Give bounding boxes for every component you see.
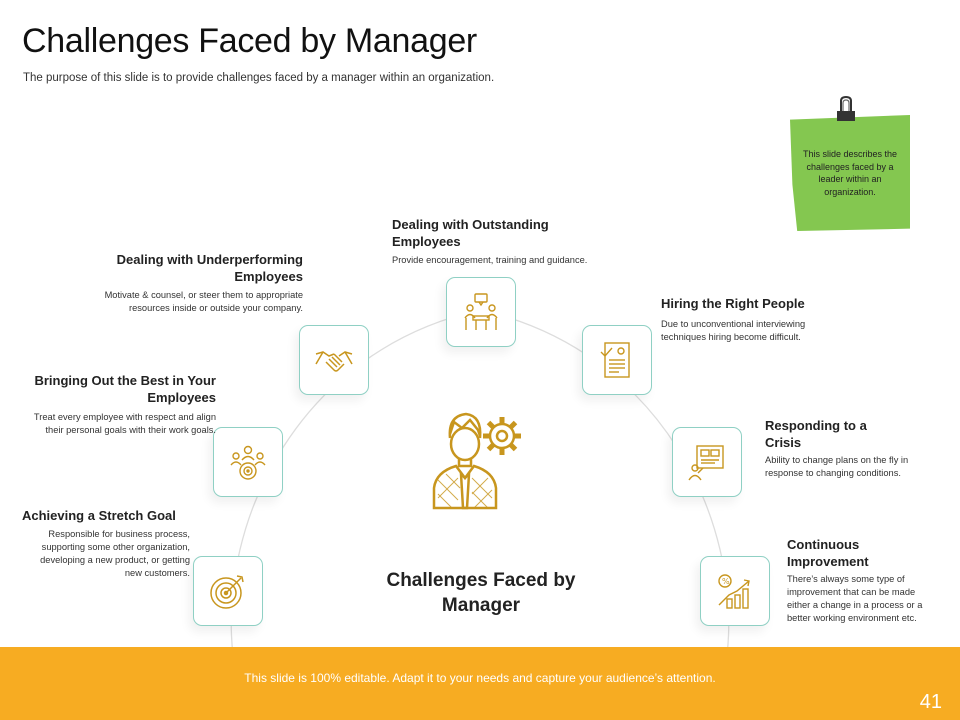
page-number: 41 <box>919 691 942 713</box>
heading-crisis: Responding to a Crisis <box>765 418 867 450</box>
node-stretch-goal <box>193 556 263 626</box>
heading-stretch-goal: Achieving a Stretch Goal <box>22 508 176 523</box>
node-crisis <box>672 427 742 497</box>
target-icon <box>210 575 244 609</box>
desc-improvement: There’s always some type of improvement … <box>787 574 923 623</box>
node-outstanding <box>446 277 516 347</box>
desc-hiring: Due to unconventional interviewing techn… <box>661 319 806 342</box>
heading-underperforming: Dealing with Underperforming Employees <box>116 252 303 284</box>
heading-hiring: Hiring the Right People <box>661 296 805 311</box>
sticky-note-text: This slide describes the challenges face… <box>802 149 898 197</box>
footer-bar: This slide is 100% editable. Adapt it to… <box>0 647 960 720</box>
center-title: Challenges Faced by Manager <box>386 570 576 616</box>
footer-text: This slide is 100% editable. Adapt it to… <box>244 671 716 685</box>
heading-bring-out-best: Bringing Out the Best in Your Employees <box>34 373 216 405</box>
svg-text:%: % <box>722 577 730 586</box>
growth-chart-icon: % <box>718 574 750 609</box>
desc-outstanding: Provide encouragement, training and guid… <box>392 255 588 265</box>
slide-title: Challenges Faced by Manager <box>22 22 477 60</box>
meeting-icon <box>464 293 498 330</box>
desc-bring-out-best: Treat every employee with respect and al… <box>33 412 216 435</box>
node-bring-out-best <box>213 427 283 497</box>
heading-improvement: Continuous Improvement <box>787 537 869 569</box>
team-target-icon <box>230 445 266 480</box>
binder-clip-icon <box>837 96 855 121</box>
presentation-icon <box>688 445 724 481</box>
slide-subtitle: The purpose of this slide is to provide … <box>23 72 495 84</box>
desc-underperforming: Motivate & counsel, or steer them to app… <box>104 290 303 313</box>
handshake-icon <box>315 351 353 372</box>
manager-gear-icon <box>432 412 521 510</box>
desc-stretch-goal: Responsible for business process, suppor… <box>40 529 190 578</box>
heading-outstanding: Dealing with Outstanding Employees <box>392 217 549 249</box>
node-improvement: % <box>700 556 770 626</box>
resume-icon <box>600 342 630 378</box>
node-hiring <box>582 325 652 395</box>
sticky-note: This slide describes the challenges face… <box>790 115 910 231</box>
desc-crisis: Ability to change plans on the fly in re… <box>765 455 909 478</box>
node-underperforming <box>299 325 369 395</box>
